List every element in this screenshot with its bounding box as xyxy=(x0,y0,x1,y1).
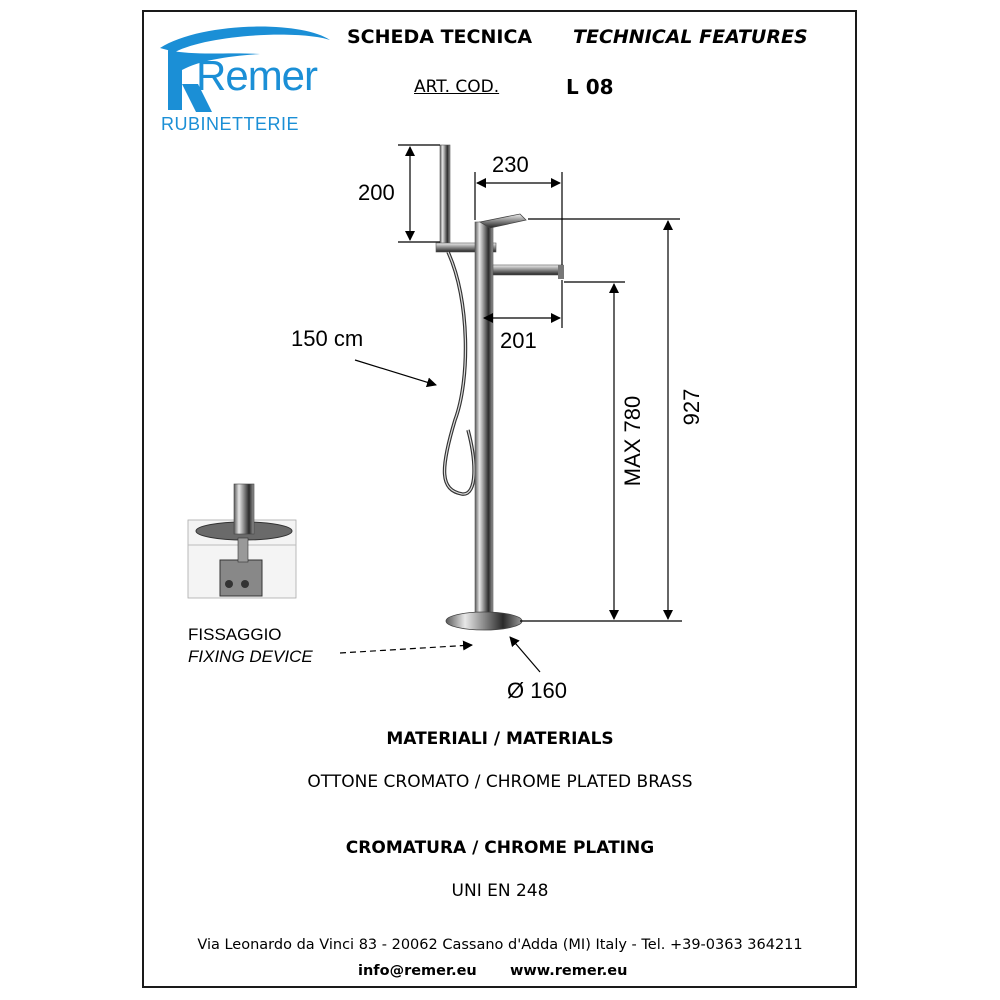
title-english: TECHNICAL FEATURES xyxy=(573,26,808,48)
footer-email[interactable]: info@remer.eu xyxy=(358,963,477,979)
dim-spout-reach: 201 xyxy=(500,328,537,353)
document-frame xyxy=(142,10,857,988)
plating-value: UNI EN 248 xyxy=(451,881,549,901)
article-code-label: ART. COD. xyxy=(414,77,500,97)
dim-spout-total: 230 xyxy=(492,152,529,177)
footer-website[interactable]: www.remer.eu xyxy=(510,963,628,979)
materials-value: OTTONE CROMATO / CHROME PLATED BRASS xyxy=(307,772,693,792)
dim-max-height: MAX 780 xyxy=(620,395,645,487)
plating-title: CROMATURA / CHROME PLATING xyxy=(345,838,655,858)
dim-total-height: 927 xyxy=(679,388,704,426)
dim-handshower-height: 200 xyxy=(358,180,395,205)
brand-subtitle: RUBINETTERIE xyxy=(161,114,300,134)
fixing-device-illustration xyxy=(187,483,297,599)
fixing-label-english: FIXING DEVICE xyxy=(188,647,313,666)
faucet-drawing xyxy=(435,144,564,631)
title-italian: SCHEDA TECNICA xyxy=(347,26,533,48)
article-code-value: L 08 xyxy=(566,75,614,99)
fixing-label-italian: FISSAGGIO xyxy=(188,625,282,644)
dim-base-diameter: Ø 160 xyxy=(507,678,567,703)
dim-hose-length: 150 cm xyxy=(291,326,364,351)
brand-logo xyxy=(160,26,330,112)
brand-logo-text: Remer xyxy=(196,52,318,99)
materials-title: MATERIALI / MATERIALS xyxy=(386,729,614,749)
footer-address: Via Leonardo da Vinci 83 - 20062 Cassano… xyxy=(197,937,803,953)
dimension-lines xyxy=(339,144,682,673)
